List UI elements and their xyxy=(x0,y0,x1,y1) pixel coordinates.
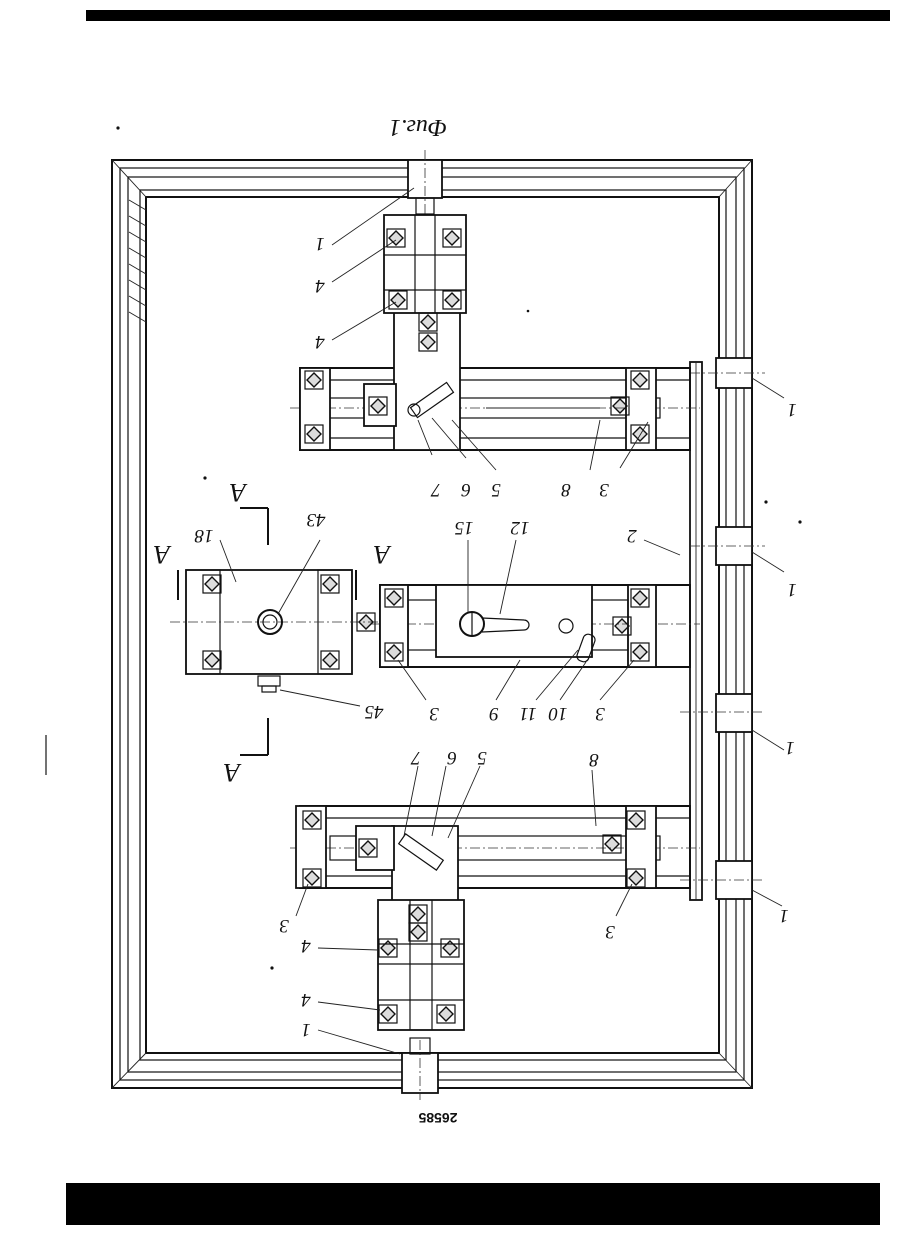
label-1: 1 xyxy=(301,1019,311,1040)
label-2: 2 xyxy=(627,525,637,546)
section-mark: А xyxy=(230,478,248,507)
scan-dot xyxy=(116,126,119,129)
label-8: 8 xyxy=(561,479,571,500)
scan-dot xyxy=(527,310,530,313)
label-4: 4 xyxy=(315,331,325,352)
sheet-number: 26585 xyxy=(418,1110,457,1126)
label-12: 12 xyxy=(510,517,530,538)
label-4: 4 xyxy=(315,275,325,296)
label-9: 9 xyxy=(489,703,499,724)
label-15: 15 xyxy=(455,517,474,538)
label-3: 3 xyxy=(279,915,290,936)
label-7: 7 xyxy=(410,747,421,768)
label-8: 8 xyxy=(589,749,599,770)
bearing-diamond-icon xyxy=(359,615,373,629)
bearing-diamond-icon xyxy=(605,837,619,851)
label-3: 3 xyxy=(605,921,616,942)
upper-assembly xyxy=(290,215,700,450)
label-43: 43 xyxy=(307,509,326,530)
section-mark: А xyxy=(374,540,392,569)
label-7: 7 xyxy=(430,479,441,500)
label-11: 11 xyxy=(519,703,537,724)
scan-dot xyxy=(270,966,273,969)
figure-caption-group: Фиг.1 xyxy=(389,114,447,140)
label-1: 1 xyxy=(787,579,797,600)
scan-dot xyxy=(798,520,801,523)
roller-top xyxy=(408,150,442,215)
label-6: 6 xyxy=(447,747,457,768)
scan-dot xyxy=(764,500,767,503)
label-6: 6 xyxy=(461,479,471,500)
label-5: 5 xyxy=(491,479,501,500)
figure-caption: Фиг.1 xyxy=(389,114,447,140)
bearing-diamond-icon xyxy=(613,399,627,413)
scan-dot xyxy=(203,476,206,479)
sheet-number-group: 26585 xyxy=(418,1110,457,1126)
label-1: 1 xyxy=(785,737,795,758)
label-10: 10 xyxy=(548,703,568,724)
label-3: 3 xyxy=(595,703,606,724)
bearing-diamond-icon xyxy=(615,619,629,633)
section-mark: А xyxy=(154,540,172,569)
label-1: 1 xyxy=(779,905,789,926)
label-4: 4 xyxy=(301,935,311,956)
section-mark: А xyxy=(224,758,242,787)
label-45: 45 xyxy=(365,701,384,722)
roller-bottom xyxy=(402,1038,438,1100)
label-1: 1 xyxy=(787,399,797,420)
label-5: 5 xyxy=(477,747,487,768)
label-3: 3 xyxy=(599,479,610,500)
lower-assembly xyxy=(290,806,700,1030)
label-18: 18 xyxy=(194,525,214,546)
label-1: 1 xyxy=(315,233,325,254)
label-3: 3 xyxy=(429,703,440,724)
rail-2 xyxy=(690,362,702,900)
label-4: 4 xyxy=(301,989,311,1010)
